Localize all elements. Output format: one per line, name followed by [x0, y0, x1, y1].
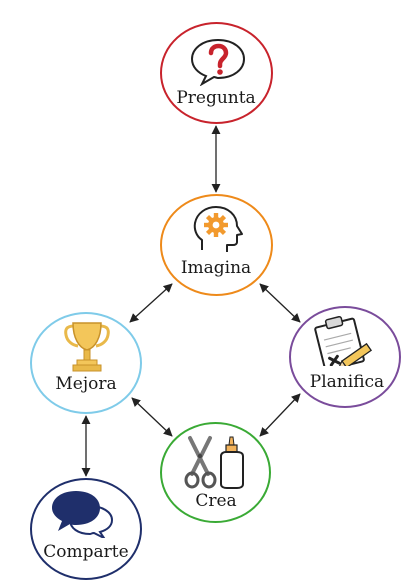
node-comparte: Comparte: [30, 478, 142, 580]
connector-imagina-planifica: [259, 283, 301, 323]
trophy-icon: [64, 322, 110, 372]
question-speech-bubble-icon: [190, 38, 246, 86]
head-gear-icon: [193, 206, 243, 252]
connector-planifica-crea: [259, 393, 301, 437]
node-crea: Crea: [160, 422, 271, 523]
node-imagina: Imagina: [160, 194, 273, 296]
node-label-crea: Crea: [195, 491, 237, 511]
chat-bubbles-icon: [52, 491, 114, 538]
node-label-imagina: Imagina: [180, 258, 252, 278]
node-label-planifica: Planifica: [309, 372, 385, 392]
connector-imagina-mejora: [129, 283, 173, 323]
clipboard-pencil-icon: [314, 315, 373, 366]
scissors-glue-icon: [184, 436, 244, 489]
node-planifica: Planifica: [289, 306, 401, 408]
connector-mejora-crea: [131, 397, 173, 437]
node-label-comparte: Comparte: [43, 542, 129, 562]
node-mejora: Mejora: [30, 312, 142, 414]
node-label-mejora: Mejora: [55, 374, 117, 394]
node-pregunta: Pregunta: [160, 22, 273, 124]
node-label-pregunta: Pregunta: [176, 88, 256, 108]
